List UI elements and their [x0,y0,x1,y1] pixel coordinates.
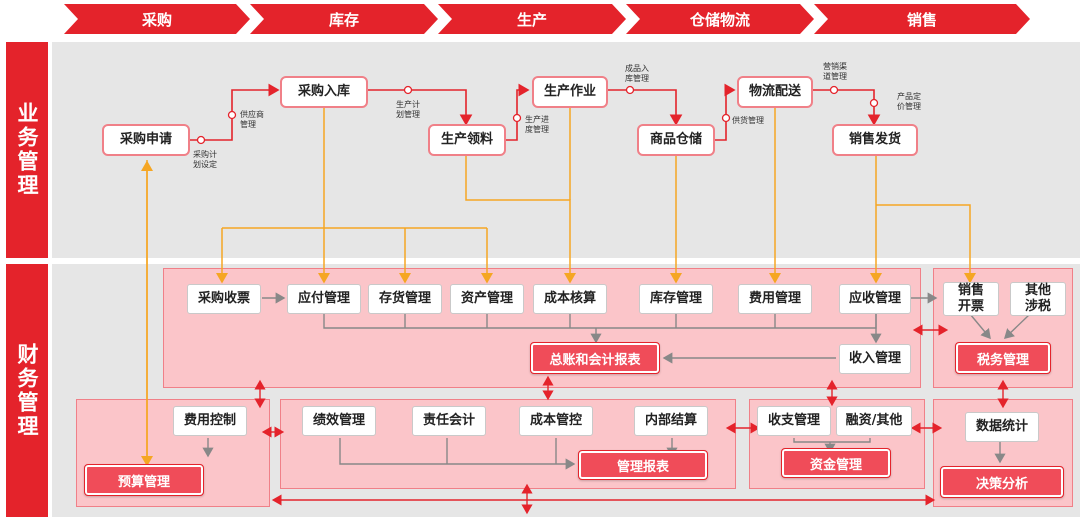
node-performance: 绩效管理 [302,406,376,436]
node-goods-storage: 商品仓储 [637,124,715,156]
hub-tax: 税务管理 [955,342,1051,374]
stage-production: 生产 [438,4,626,34]
node-data-stats: 数据统计 [965,412,1039,442]
note-production-plan: 生产计 划管理 [396,100,420,119]
node-expense: 费用管理 [738,284,812,314]
stage-sales: 销售 [814,4,1030,34]
node-production-material: 生产领料 [428,124,506,156]
node-cost-accounting: 成本核算 [533,284,607,314]
stage-purchase: 采购 [64,4,250,34]
node-sales-invoice: 销售 开票 [943,282,999,316]
finance-section-label: 财务管理 [6,264,48,517]
stage-logistics: 仓储物流 [626,4,814,34]
node-logistics: 物流配送 [737,76,813,108]
node-purchase-invoice: 采购收票 [187,284,261,314]
note-production-progress: 生产进 度管理 [525,115,549,134]
hub-ledger: 总账和会计报表 [530,342,660,374]
hub-funds: 资金管理 [781,448,891,478]
note-marketing-channel: 营销渠 道管理 [823,62,847,81]
node-receivables: 应收管理 [839,284,911,314]
hub-decision: 决策分析 [940,466,1064,498]
business-section-label: 业务管理 [6,42,48,258]
node-purchase-inbound: 采购入库 [280,76,368,108]
node-income: 收入管理 [839,344,911,374]
node-responsibility: 责任会计 [412,406,486,436]
node-revenue-expense: 收支管理 [757,406,831,436]
note-finished-inbound: 成品入 库管理 [625,64,649,83]
node-production-work: 生产作业 [532,76,608,108]
node-internal-settlement: 内部结算 [634,406,708,436]
node-other-tax: 其他 涉税 [1010,282,1066,316]
node-financing: 融资/其他 [836,406,912,436]
node-stock: 库存管理 [639,284,713,314]
node-purchase-request: 采购申请 [102,124,190,156]
node-sales-delivery: 销售发货 [832,124,918,156]
note-supply-mgmt: 供货管理 [732,116,764,125]
note-product-pricing: 产品定 价管理 [897,92,921,111]
node-inventory-value: 存货管理 [368,284,442,314]
node-payables: 应付管理 [287,284,361,314]
note-procurement-plan: 采购计 划设定 [193,150,217,169]
hub-mgmt-report: 管理报表 [578,450,708,480]
node-cost-control: 费用控制 [173,406,247,436]
hub-budget: 预算管理 [84,464,204,496]
node-asset: 资产管理 [450,284,524,314]
note-supplier-mgmt: 供应商 管理 [240,110,264,129]
node-cost-control2: 成本管控 [519,406,593,436]
stage-inventory: 库存 [250,4,438,34]
